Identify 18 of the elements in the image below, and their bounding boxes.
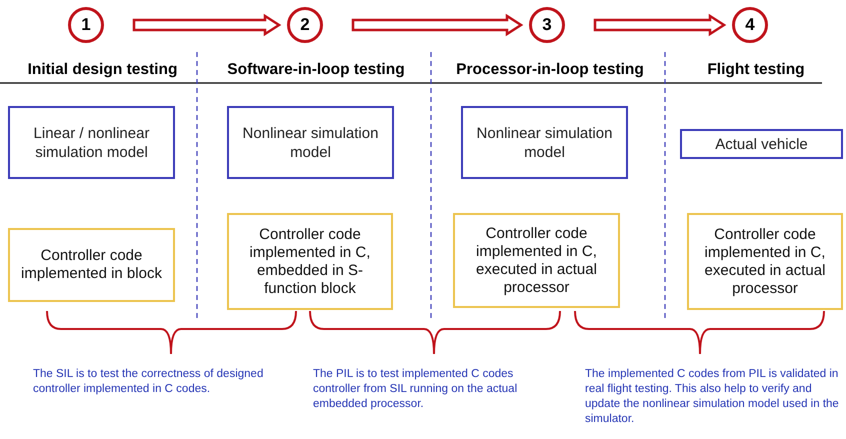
block-arrow [132, 14, 282, 36]
note-text: The PIL is to test implemented C codes controller from SIL running on the actual embedded processor. [313, 367, 518, 412]
note-text: The implemented C codes from PIL is validated in real flight testing. This also help to verify and update the nonlinear simulation model used in the simulator. [585, 367, 840, 427]
controller-code-box: Controller code implemented in C, executed in actual processor [687, 213, 843, 310]
controller-code-box: Controller code implemented in block [8, 228, 175, 302]
stage-heading: Initial design testing [26, 60, 178, 80]
note-text: The SIL is to test the correctness of designed controller implemented in C codes. [33, 367, 264, 397]
model-box: Linear / nonlinear simulation model [8, 106, 175, 179]
block-arrow [352, 14, 524, 36]
stage-heading: Processor-in-loop testing [455, 60, 645, 80]
model-box: Nonlinear simulation model [227, 106, 394, 179]
controller-code-box: Controller code implemented in C, executed in actual processor [453, 213, 620, 308]
block-arrow [594, 14, 726, 36]
model-box: Actual vehicle [680, 129, 843, 159]
stage-heading: Flight testing [706, 60, 806, 80]
controller-code-box: Controller code implemented in C, embedded in S-function block [227, 213, 393, 310]
stage-heading: Software-in-loop testing [226, 60, 406, 80]
model-box: Nonlinear simulation model [461, 106, 628, 179]
